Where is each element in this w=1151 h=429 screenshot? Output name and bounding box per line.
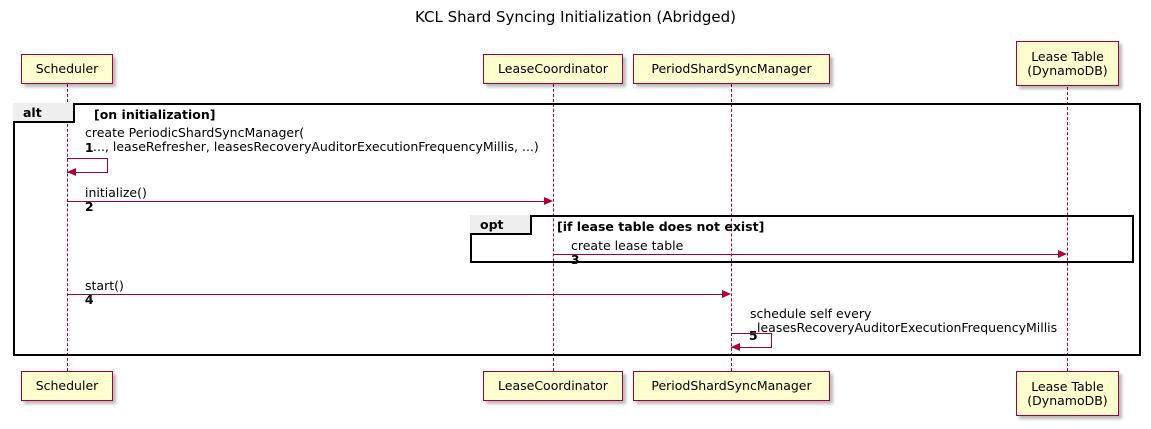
- message-5-text-line1: schedule self every: [750, 306, 872, 321]
- message-1-number: 1: [84, 140, 94, 155]
- participant-scheduler-bottom-label: Scheduler: [35, 378, 99, 393]
- participant-lease-table-top[interactable]: Lease Table (DynamoDB): [1016, 41, 1119, 86]
- participant-lease-table-bottom-label: Lease Table (DynamoDB): [1027, 378, 1108, 408]
- participant-lease-coordinator-top-label: LeaseCoordinator: [498, 61, 608, 76]
- page-title: KCL Shard Syncing Initialization (Abridg…: [415, 8, 736, 26]
- message-4-line: [67, 294, 723, 295]
- message-1-text-line2: ..., leaseRefresher, leasesRecoveryAudit…: [93, 139, 539, 154]
- opt-frame-tab-label: opt: [480, 216, 504, 232]
- message-2-text: initialize(): [85, 185, 147, 200]
- participant-scheduler-top[interactable]: Scheduler: [21, 54, 113, 84]
- message-3-text: create lease table: [571, 238, 684, 253]
- message-2-number: 2: [84, 199, 94, 214]
- participant-lease-coordinator-top[interactable]: LeaseCoordinator: [483, 54, 623, 84]
- opt-frame: [470, 215, 1134, 263]
- message-5-label: 5: [733, 315, 758, 357]
- message-5-text-line2: leasesRecoveryAuditorExecutionFrequencyM…: [757, 320, 1058, 335]
- message-5-arrowhead: [731, 343, 740, 351]
- participant-period-shard-sync-manager-bottom-label: PeriodShardSyncManager: [651, 378, 812, 393]
- message-1-label: 1: [69, 127, 94, 169]
- message-3-number: 3: [570, 252, 580, 267]
- message-5-number: 5: [748, 328, 758, 343]
- message-5-self-loop: [731, 333, 772, 348]
- message-1-text-line1: create PeriodicShardSyncManager(: [85, 125, 305, 140]
- message-4-text: start(): [85, 278, 124, 293]
- message-4-number: 4: [84, 292, 94, 307]
- participant-period-shard-sync-manager-bottom[interactable]: PeriodShardSyncManager: [633, 371, 830, 401]
- message-4-arrowhead: [722, 290, 731, 298]
- participant-scheduler-top-label: Scheduler: [35, 61, 99, 76]
- participant-lease-coordinator-bottom[interactable]: LeaseCoordinator: [483, 371, 623, 401]
- message-4-label: 4: [69, 279, 94, 321]
- participant-lease-coordinator-bottom-label: LeaseCoordinator: [498, 378, 608, 393]
- lifeline-lease-table: [1067, 87, 1068, 371]
- alt-frame-tab-label: alt: [23, 104, 42, 120]
- opt-frame-tab: opt: [470, 215, 532, 235]
- lifeline-period-shard-sync-manager: [731, 84, 732, 371]
- opt-frame-condition: [if lease table does not exist]: [557, 219, 765, 234]
- participant-lease-table-bottom[interactable]: Lease Table (DynamoDB): [1016, 371, 1119, 416]
- participant-period-shard-sync-manager-top-label: PeriodShardSyncManager: [651, 61, 812, 76]
- participant-lease-table-top-label: Lease Table (DynamoDB): [1027, 48, 1108, 78]
- alt-frame: [13, 103, 1141, 356]
- participant-period-shard-sync-manager-top[interactable]: PeriodShardSyncManager: [633, 54, 830, 84]
- participant-scheduler-bottom[interactable]: Scheduler: [21, 371, 113, 401]
- message-1-arrowhead: [67, 168, 76, 176]
- message-3-label: 3: [555, 239, 580, 281]
- alt-frame-tab: alt: [13, 103, 75, 123]
- lifeline-scheduler: [67, 84, 68, 371]
- alt-frame-condition: [on initialization]: [94, 107, 216, 122]
- message-2-line: [67, 201, 545, 202]
- message-1-self-loop: [67, 158, 108, 173]
- message-2-label: 2: [69, 186, 94, 228]
- message-2-arrowhead: [544, 197, 553, 205]
- message-3-line: [553, 254, 1058, 255]
- message-3-arrowhead: [1058, 250, 1067, 258]
- lifeline-lease-coordinator: [553, 84, 554, 371]
